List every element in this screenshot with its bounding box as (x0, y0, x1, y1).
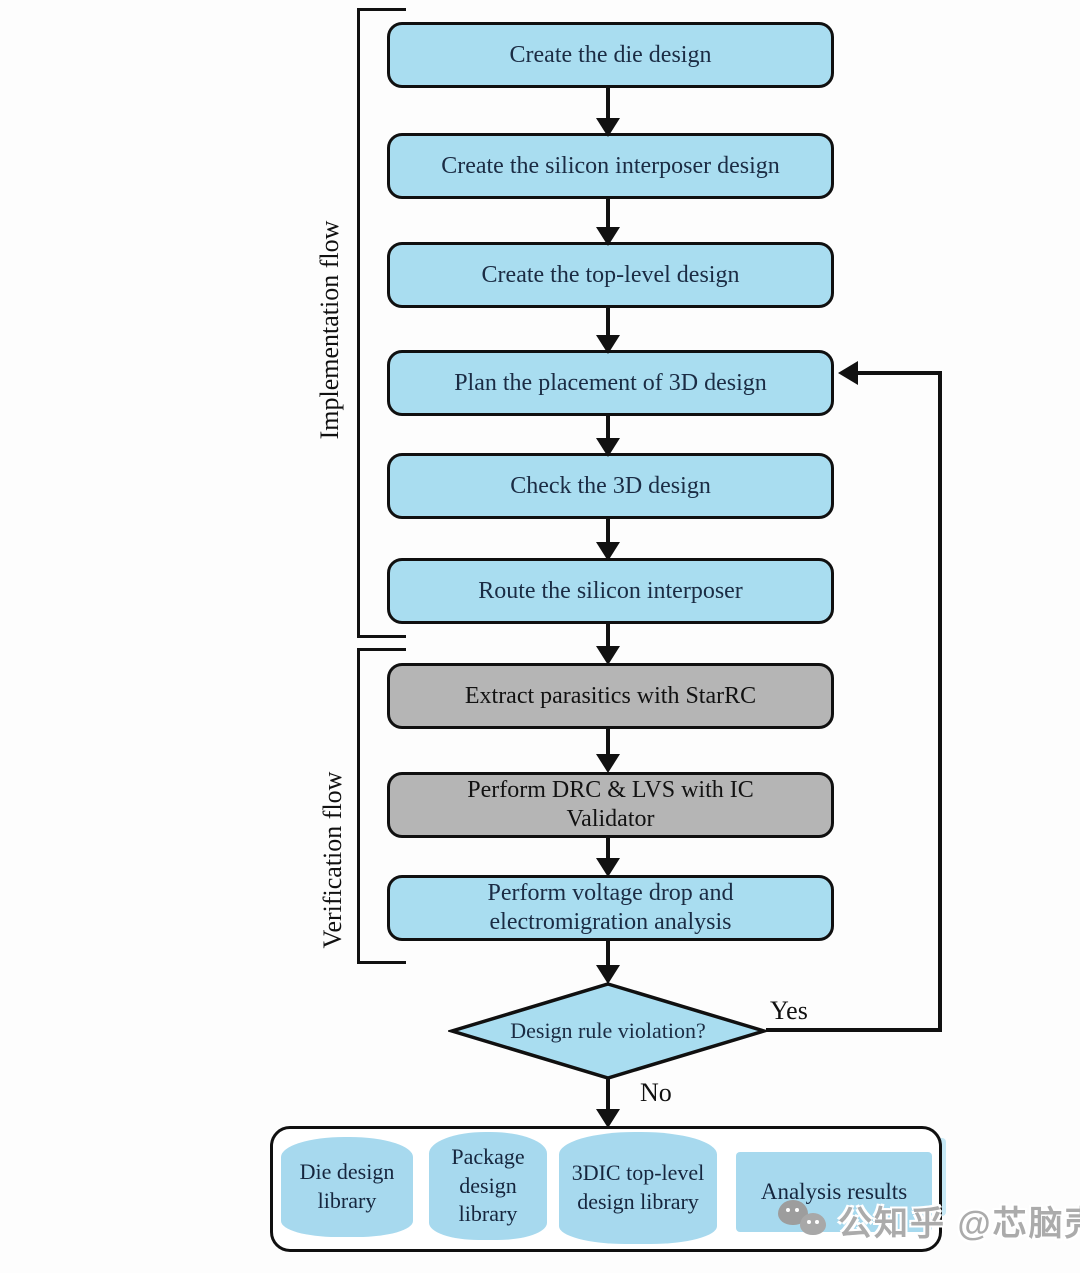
watermark-text: 公知乎 @芯脑壳 (838, 1205, 1080, 1243)
wechat-icon (778, 1199, 828, 1242)
step-voltage-drop-analysis: Perform voltage drop and electromigratio… (387, 875, 834, 941)
diamond-shape (445, 982, 771, 1080)
step-create-die-design: Create the die design (387, 22, 834, 88)
yes-edge-label: Yes (770, 996, 808, 1025)
step-extract-parasitics: Extract parasitics with StarRC (387, 663, 834, 729)
step-drc-lvs: Perform DRC & LVS with IC Validator (387, 772, 834, 838)
decision-design-rule-violation: Design rule violation? (445, 981, 771, 1081)
verification-flow-label: Verification flow (318, 771, 347, 949)
step-plan-placement-3d: Plan the placement of 3D design (387, 350, 834, 416)
step-create-silicon-interposer: Create the silicon interposer design (387, 133, 834, 199)
package-design-library-cylinder: Package design library (429, 1132, 547, 1240)
3dic-top-level-library-cylinder: 3DIC top-level design library (559, 1132, 717, 1244)
step-check-3d-design: Check the 3D design (387, 453, 834, 519)
step-route-silicon-interposer: Route the silicon interposer (387, 558, 834, 624)
verification-flow-bracket (357, 648, 406, 964)
decision-label: Design rule violation? (510, 1018, 706, 1043)
implementation-flow-bracket (357, 8, 406, 638)
no-edge-label: No (640, 1078, 672, 1107)
step-create-top-level-design: Create the top-level design (387, 242, 834, 308)
die-design-library-cylinder: Die design library (281, 1137, 413, 1237)
implementation-flow-label: Implementation flow (315, 220, 344, 440)
watermark: 公知乎 @芯脑壳 (778, 1196, 1080, 1245)
